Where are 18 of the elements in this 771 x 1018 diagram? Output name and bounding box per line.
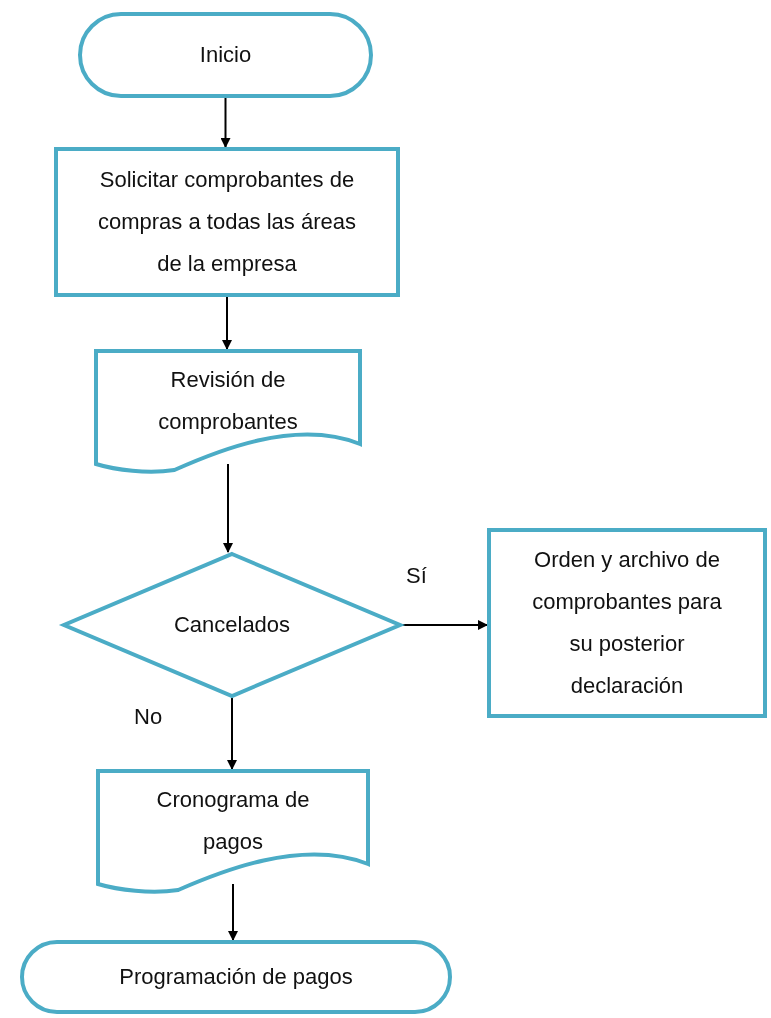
arrow [401, 620, 488, 630]
arrow [220, 97, 231, 148]
node-text: Cancelados [173, 611, 291, 640]
process-box [54, 147, 400, 297]
document-shape [96, 769, 370, 894]
node-text: Programación de pagos [119, 963, 353, 992]
node-text: Revisión de comprobantes [157, 365, 299, 436]
node-text: Inicio [199, 41, 252, 70]
process-box [487, 528, 767, 718]
arrow [227, 697, 237, 770]
node-text: Cronograma de pagos [155, 785, 311, 856]
arrow [228, 883, 238, 941]
arrow [223, 463, 233, 553]
node-text: Solicitar comprobantes de compras a todas las áreas de la empresa [97, 166, 357, 278]
decision-diamond [62, 552, 402, 698]
arrow [222, 296, 232, 350]
node-text: Orden y archivo de comprobantes para su posterior declaración [531, 546, 723, 700]
document-shape [94, 349, 362, 474]
